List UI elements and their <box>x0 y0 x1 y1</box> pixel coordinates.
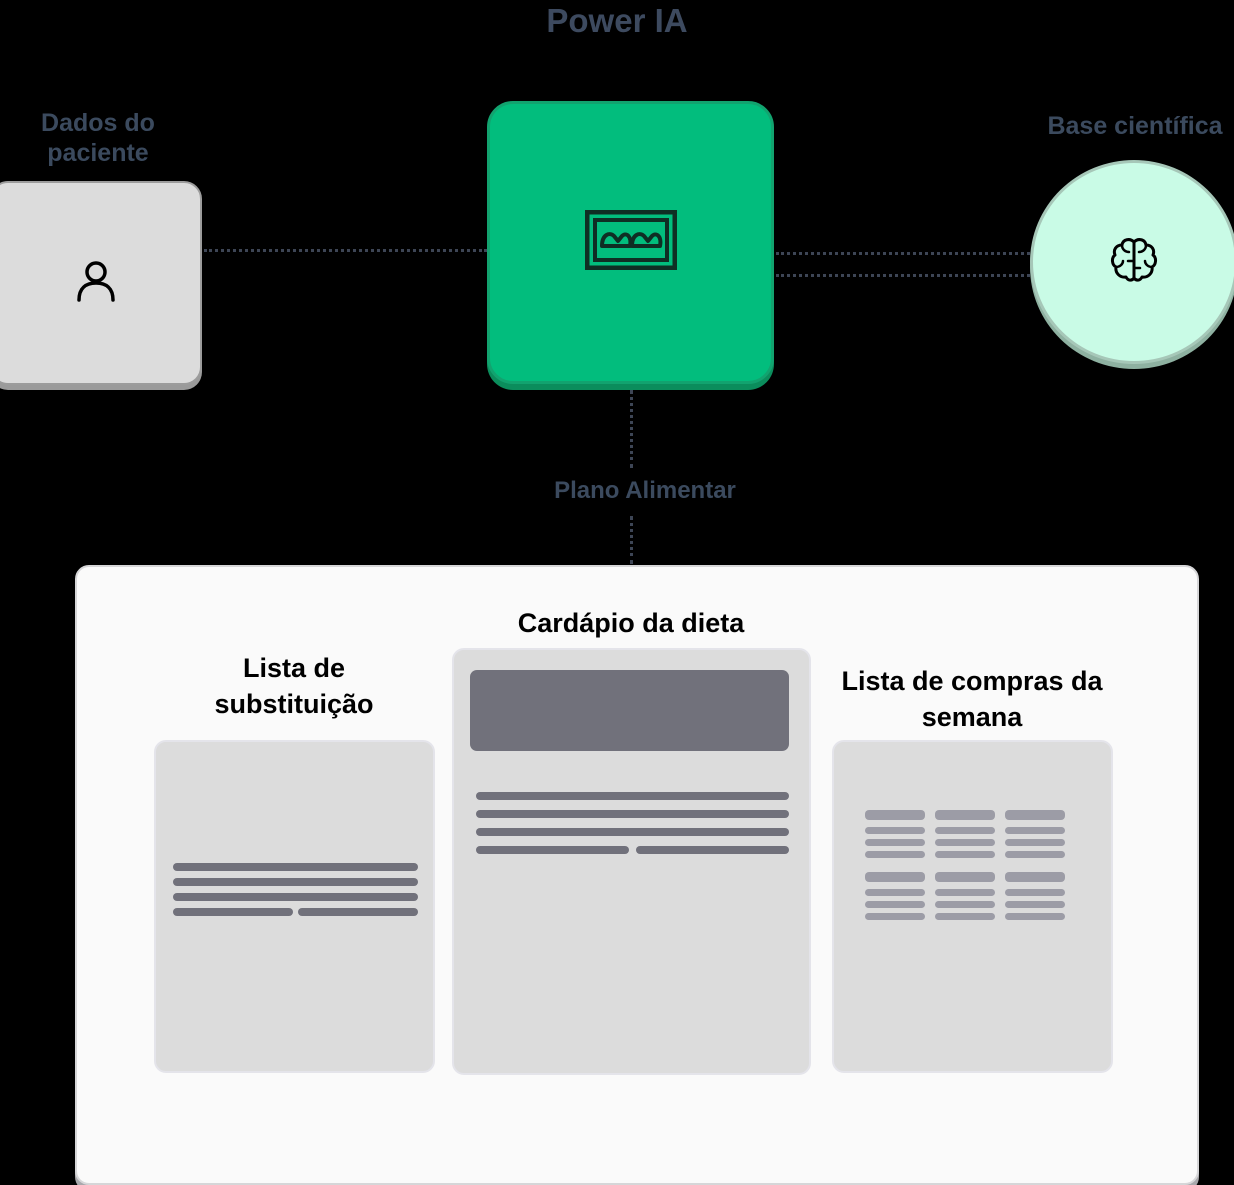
text-line <box>476 828 789 836</box>
brain-icon <box>1110 237 1158 288</box>
connector-patient-ai <box>204 249 487 252</box>
text-line <box>173 908 293 916</box>
list-cell <box>935 851 995 858</box>
list-cell <box>935 872 995 882</box>
ai-logo-icon <box>584 209 677 275</box>
patient-node <box>0 181 202 385</box>
list-cell <box>1005 839 1065 846</box>
meal-plan-label: Plano Alimentar <box>554 477 736 504</box>
list-cell <box>935 839 995 846</box>
list-cell <box>865 872 925 882</box>
list-cell <box>935 810 995 820</box>
connector-ai-plan-upper <box>630 390 633 468</box>
connector-ai-science-top <box>776 252 1030 255</box>
text-line <box>173 863 418 871</box>
text-line <box>173 878 418 886</box>
list-cell <box>865 851 925 858</box>
scientific-base-node <box>1030 160 1234 364</box>
diet-menu-card <box>452 648 811 1075</box>
text-line <box>298 908 418 916</box>
list-cell <box>865 889 925 896</box>
text-line <box>476 846 629 854</box>
list-cell <box>865 913 925 920</box>
scientific-base-label: Base científica <box>1047 112 1223 140</box>
list-cell <box>865 827 925 834</box>
patient-data-label: Dados do paciente <box>41 109 155 167</box>
list-cell <box>935 889 995 896</box>
list-cell <box>865 839 925 846</box>
diet-menu-title: Cardápio da dieta <box>517 608 745 638</box>
image-placeholder <box>470 670 789 751</box>
diagram-title: Power IA <box>546 2 688 39</box>
text-line <box>476 810 789 818</box>
list-cell <box>1005 810 1065 820</box>
list-cell <box>1005 913 1065 920</box>
list-cell <box>865 810 925 820</box>
list-cell <box>935 901 995 908</box>
meal-plan-panel: Lista de substituição Cardápio da dieta … <box>75 565 1199 1185</box>
user-icon <box>76 259 116 308</box>
connector-ai-plan-lower <box>630 516 633 564</box>
text-line <box>173 893 418 901</box>
list-cell <box>1005 901 1065 908</box>
list-cell <box>1005 889 1065 896</box>
list-cell <box>1005 851 1065 858</box>
substitution-list-card <box>154 740 435 1073</box>
text-line <box>636 846 789 854</box>
substitution-list-title: Lista de substituição <box>214 653 374 719</box>
shopping-list-title: Lista de compras da semana <box>841 666 1103 732</box>
list-cell <box>935 827 995 834</box>
list-cell <box>935 913 995 920</box>
connector-ai-science-bottom <box>776 274 1030 277</box>
list-cell <box>865 901 925 908</box>
list-cell <box>1005 872 1065 882</box>
list-cell <box>1005 827 1065 834</box>
shopping-list-card <box>832 740 1113 1073</box>
ai-node <box>487 101 774 384</box>
text-line <box>476 792 789 800</box>
